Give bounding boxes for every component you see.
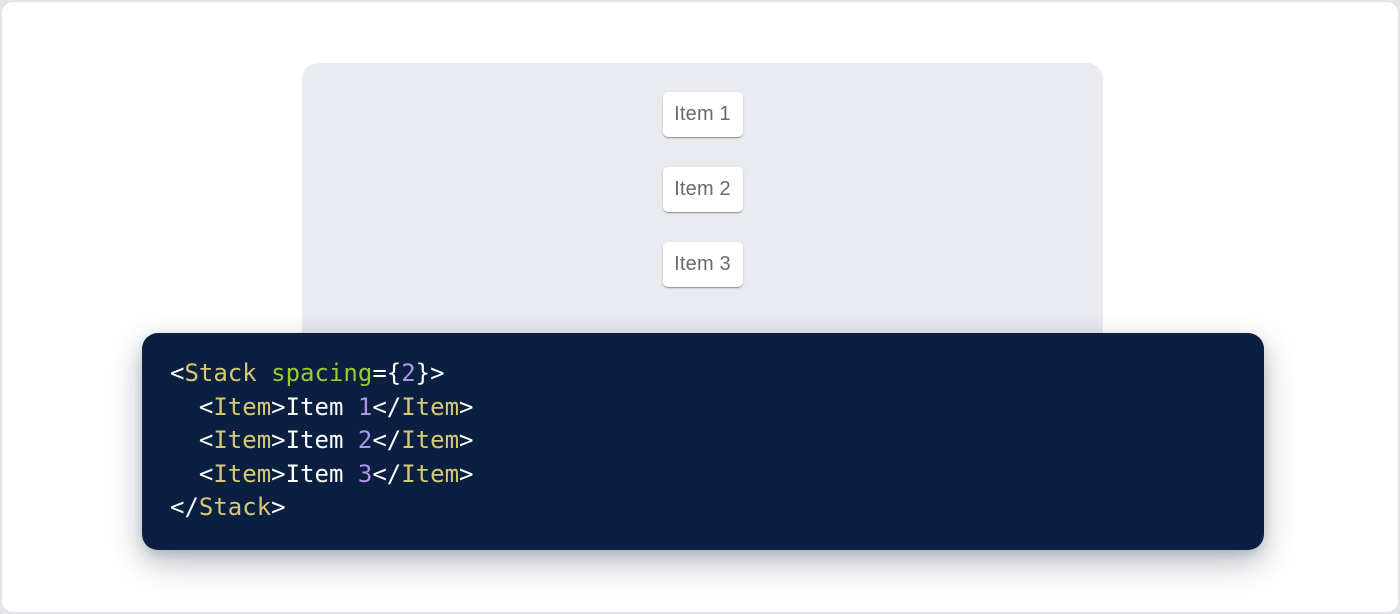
- code-token: Item: [401, 459, 460, 488]
- code-token: <: [170, 359, 185, 387]
- code-token: >: [459, 392, 474, 421]
- stack-item: Item 2: [662, 167, 743, 212]
- code-line: <Stack spacing={2}>: [170, 357, 1236, 391]
- code-token: >: [271, 426, 286, 455]
- code-token: >: [459, 459, 474, 488]
- code-token: </: [170, 493, 199, 522]
- code-token: [257, 359, 271, 387]
- stack-item-label: Item 1: [674, 103, 731, 125]
- code-token: >: [271, 459, 286, 488]
- code-token: Stack: [198, 493, 272, 522]
- code-token: >: [271, 392, 286, 421]
- code-token: Item: [213, 392, 272, 421]
- code-token: Item: [401, 392, 460, 421]
- code-token: </: [372, 459, 402, 488]
- code-token: <: [198, 426, 214, 455]
- code-token: [170, 426, 199, 454]
- code-token: 2: [401, 359, 416, 387]
- code-token: 2: [357, 426, 373, 455]
- code-token: }>: [415, 359, 445, 387]
- code-token: </: [372, 392, 402, 421]
- code-token: </: [372, 426, 402, 455]
- code-token: [170, 460, 199, 488]
- code-token: ={: [372, 359, 402, 387]
- code-line: <Item>Item 2</Item>: [170, 424, 1236, 458]
- code-token: >: [459, 426, 474, 455]
- code-token: 3: [357, 459, 373, 488]
- code-token: Item: [285, 459, 358, 488]
- code-token: Stack: [184, 359, 257, 387]
- stack-item-label: Item 3: [674, 253, 731, 275]
- demo-panel: Item 1 Item 2 Item 3: [302, 63, 1103, 334]
- code-token: Item: [213, 426, 272, 455]
- stack-item: Item 3: [662, 242, 743, 287]
- code-token: [170, 393, 199, 421]
- stack-demo: Item 1 Item 2 Item 3: [302, 63, 1103, 287]
- code-token: 1: [357, 392, 373, 421]
- code-block: <Stack spacing={2}> <Item>Item 1</Item> …: [142, 333, 1264, 550]
- code-token: Item: [213, 459, 272, 488]
- code-token: >: [271, 493, 286, 522]
- code-token: <: [198, 459, 214, 488]
- code-line: <Item>Item 3</Item>: [170, 458, 1236, 492]
- code-token: Item: [401, 426, 460, 455]
- code-line: </Stack>: [170, 491, 1236, 525]
- code-token: spacing: [271, 359, 373, 387]
- code-token: <: [198, 392, 214, 421]
- code-token: Item: [285, 426, 358, 455]
- stack-item-label: Item 2: [674, 178, 731, 200]
- code-line: <Item>Item 1</Item>: [170, 391, 1236, 425]
- stack-item: Item 1: [662, 92, 743, 137]
- code-token: Item: [285, 392, 358, 421]
